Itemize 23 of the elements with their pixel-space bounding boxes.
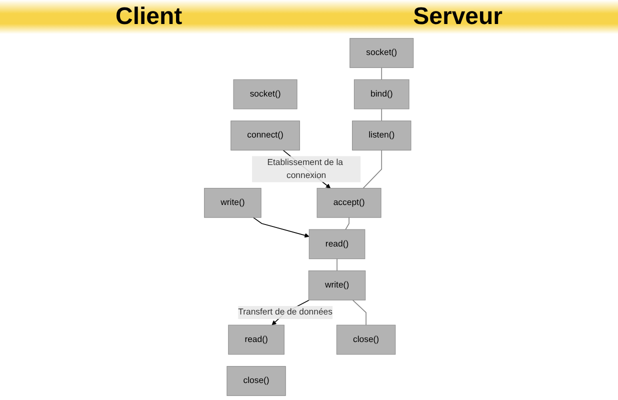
connector [336,258,338,272]
node-box: bind() [354,79,410,110]
connector [381,67,382,80]
node-box: socket() [350,38,414,68]
node-box: read() [228,324,285,355]
node-box: listen() [352,120,412,150]
column-heading: Client [115,3,182,31]
node-box: write() [204,188,262,218]
column-heading: Serveur [413,3,503,31]
node-box: connect() [230,120,300,150]
connector [381,108,382,122]
node-box: socket() [233,79,298,110]
edge-label: Etablissement de la connexion [267,158,344,180]
node-box: accept() [316,188,382,218]
node-box: read() [309,229,366,260]
arrow [253,217,310,238]
node-box: write() [308,270,366,300]
node-box: close() [226,366,286,396]
connector [352,300,367,326]
node-box: close() [336,324,396,355]
connector [345,217,350,230]
edge-label: Transfert de de données [238,308,333,317]
connector [362,150,382,189]
